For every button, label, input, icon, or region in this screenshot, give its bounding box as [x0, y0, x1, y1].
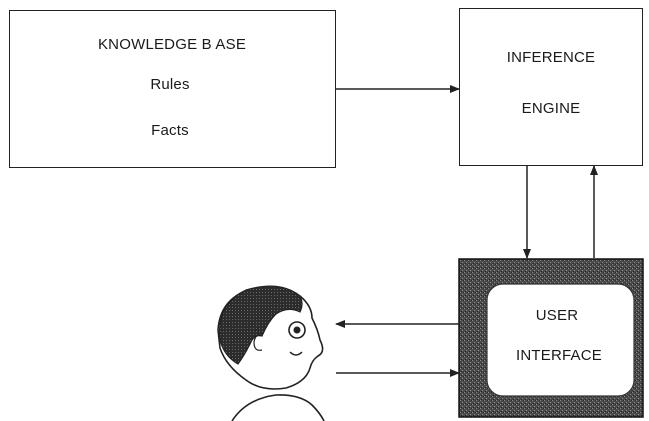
inference-engine-label-line2: ENGINE [521, 100, 581, 117]
user-figure [217, 285, 325, 421]
ear [253, 334, 263, 351]
user-interface-monitor [458, 258, 644, 418]
knowledge-base-box [9, 10, 336, 168]
pupil [293, 326, 301, 334]
knowledge-base-rules-label: Rules [150, 76, 190, 93]
user-interface-label-line1: USER [535, 307, 579, 324]
knowledge-base-title: KNOWLEDGE B ASE [97, 36, 247, 53]
inference-engine-label-line1: INFERENCE [506, 49, 596, 66]
user-interface-label-line2: INTERFACE [516, 347, 602, 364]
smile [289, 351, 303, 356]
knowledge-base-facts-label: Facts [151, 122, 189, 139]
hair [218, 285, 303, 365]
